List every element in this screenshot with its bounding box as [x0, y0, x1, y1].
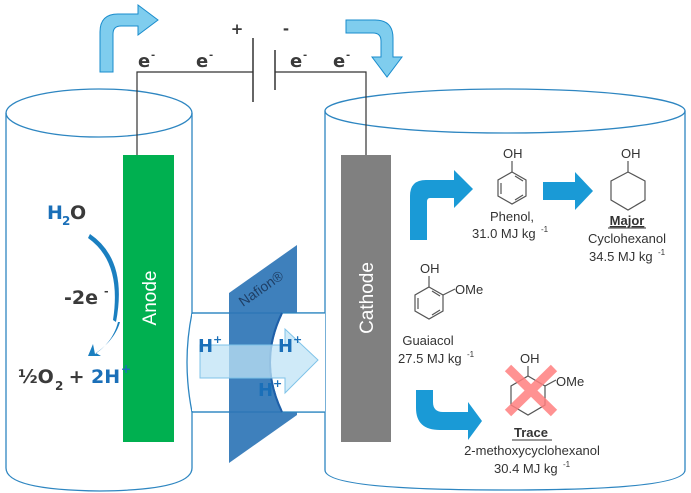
anode-label: Anode [140, 271, 161, 326]
proton-transport-arrow [199, 327, 319, 395]
svg-text:31.0 MJ kg: 31.0 MJ kg [472, 226, 536, 241]
guaiacol-name: Guaiacol [402, 333, 453, 348]
electron-label-2: e - [196, 50, 213, 72]
electrons-lost-label: -2e - [64, 285, 109, 309]
methoxycyclohexanol-structure: OH OMe [510, 351, 584, 416]
svg-text:OH: OH [503, 146, 523, 161]
svg-text:-: - [303, 50, 307, 61]
svg-text:-1: -1 [563, 460, 571, 469]
svg-text:e: e [333, 51, 345, 72]
anode-wire [136, 71, 253, 155]
svg-text:+: + [121, 362, 131, 376]
oxidation-arrow-head [88, 322, 120, 356]
svg-text:O: O [70, 202, 86, 224]
svg-text:e: e [290, 51, 302, 72]
methoxycyclohexanol-trace-tag: Trace [514, 425, 548, 440]
guaiacol-energy: 27.5 MJ kg -1 [398, 350, 475, 366]
svg-text:H: H [278, 336, 293, 357]
svg-text:30.4 MJ kg: 30.4 MJ kg [494, 461, 558, 476]
oxygen-proton-products: ½O 2 + 2H + [18, 362, 131, 393]
electron-flow-arrow-left [99, 4, 159, 73]
svg-text:½O: ½O [18, 366, 54, 388]
cathode-electrode [341, 155, 391, 442]
svg-text:-: - [346, 50, 350, 61]
proton-label-2: H + [278, 333, 302, 357]
electron-label-1: e - [138, 50, 155, 72]
battery-minus-sign: - [283, 20, 289, 38]
battery-plus-sign: + [231, 20, 244, 38]
svg-text:2: 2 [62, 214, 70, 228]
svg-text:OH: OH [520, 351, 540, 366]
svg-text:H: H [258, 380, 273, 401]
water-reactant: H 2 O [47, 202, 86, 228]
methoxycyclohexanol-energy: 30.4 MJ kg -1 [494, 460, 571, 476]
svg-text:-: - [209, 50, 213, 61]
oxidation-curved-arrow [88, 234, 119, 322]
phenol-energy: 31.0 MJ kg -1 [472, 225, 549, 241]
svg-text:-1: -1 [541, 225, 549, 234]
svg-text:OMe: OMe [455, 282, 483, 297]
svg-text:2H: 2H [91, 366, 120, 388]
svg-text:OH: OH [621, 146, 641, 161]
arrow-phenol-to-cyclohexanol [543, 172, 593, 210]
svg-text:OMe: OMe [556, 374, 584, 389]
cathode-cell-rim [324, 88, 686, 134]
phenol-structure: OH [497, 146, 527, 205]
svg-text:OH: OH [420, 261, 440, 276]
svg-text:-: - [151, 50, 155, 61]
arrow-to-phenol [410, 170, 473, 240]
svg-text:e: e [138, 51, 150, 72]
anode-electrode [123, 155, 174, 442]
svg-text:-2e: -2e [64, 287, 98, 309]
svg-text:e: e [196, 51, 208, 72]
electron-flow-arrow-right [345, 19, 403, 78]
arrow-to-methoxycyclohexanol [416, 390, 482, 440]
svg-text:27.5 MJ kg: 27.5 MJ kg [398, 351, 462, 366]
proton-label-3: H + [258, 377, 282, 401]
cyclohexanol-structure: OH [610, 146, 646, 211]
svg-text:34.5 MJ kg: 34.5 MJ kg [589, 249, 653, 264]
anode-cell-rim [5, 88, 193, 138]
svg-text:-: - [104, 285, 109, 298]
svg-text:-1: -1 [467, 350, 475, 359]
proton-label-1: H + [198, 333, 222, 357]
electron-label-3: e - [290, 50, 307, 72]
cyclohexanol-name: Cyclohexanol [588, 231, 666, 246]
cyclohexanol-energy: 34.5 MJ kg -1 [589, 248, 666, 264]
cathode-wire [275, 71, 367, 155]
external-circuit [136, 38, 367, 155]
svg-text:+: + [62, 366, 91, 388]
svg-text:2: 2 [55, 379, 63, 393]
svg-text:H: H [198, 336, 213, 357]
cyclohexanol-major-tag: Major [610, 213, 645, 228]
svg-text:+: + [293, 333, 302, 346]
svg-text:+: + [213, 333, 222, 346]
guaiacol-structure: OH OMe [414, 261, 483, 320]
not-formed-cross-icon [504, 364, 558, 417]
phenol-name: Phenol, [490, 209, 534, 224]
cathode-label: Cathode [357, 262, 378, 334]
electron-label-4: e - [333, 50, 350, 72]
svg-text:H: H [47, 202, 63, 224]
methoxycyclohexanol-name: 2-methoxycyclohexanol [464, 443, 600, 458]
svg-text:-1: -1 [658, 248, 666, 257]
svg-text:+: + [273, 377, 282, 390]
